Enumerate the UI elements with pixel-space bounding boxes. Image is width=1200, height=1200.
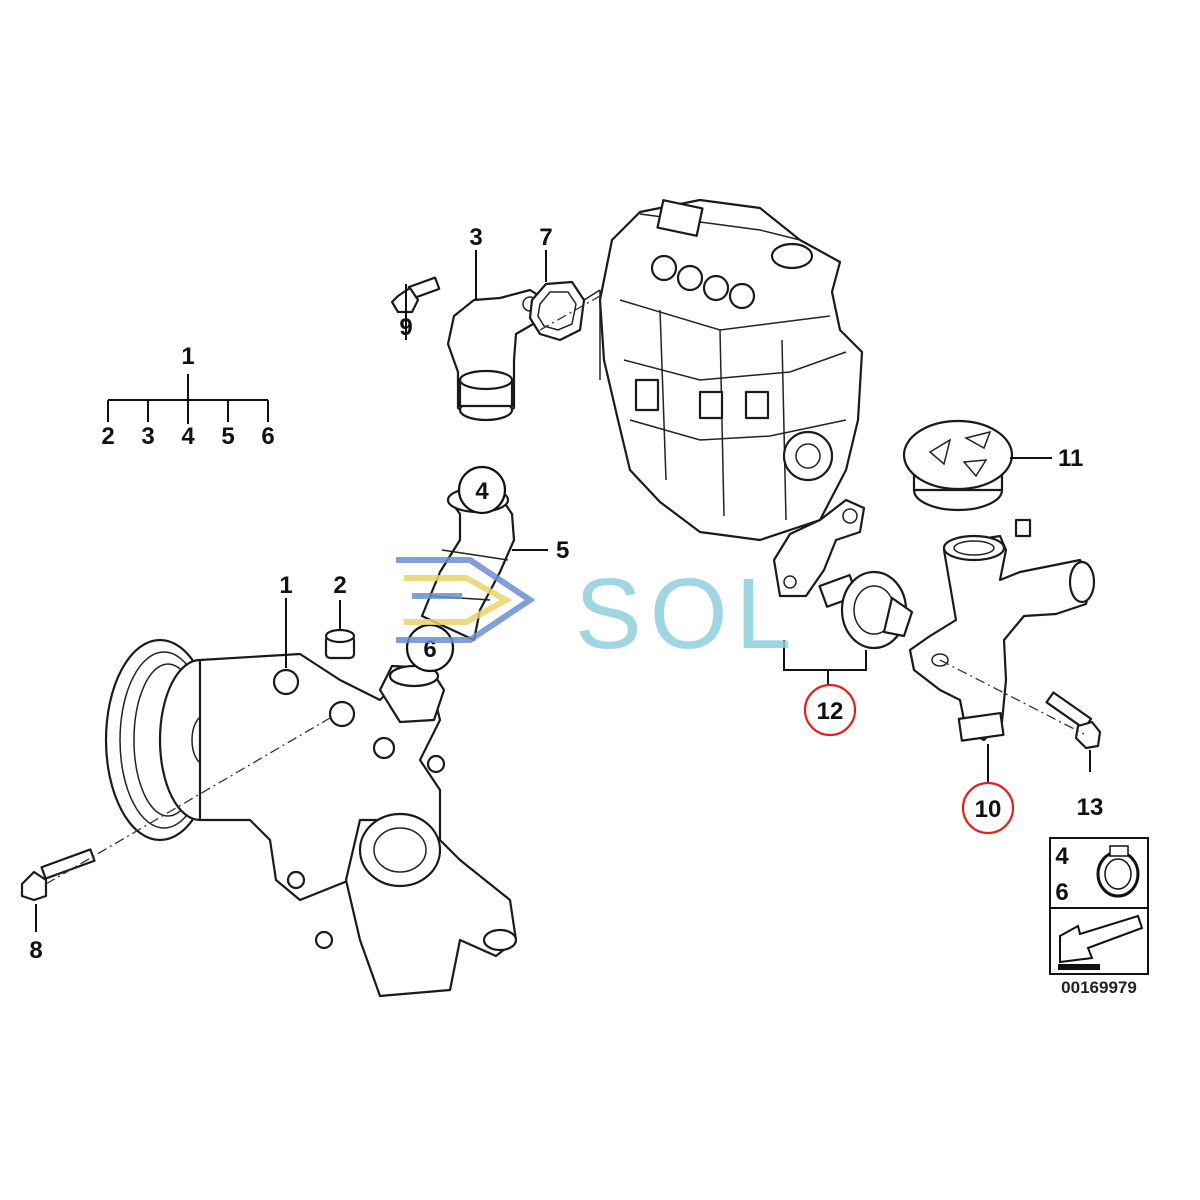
tree-child-label: 2 <box>101 423 114 450</box>
thermostat-gasket-illustration <box>772 498 866 598</box>
coolant-elbow-illustration <box>446 288 548 422</box>
bolt-illustration <box>1045 691 1102 750</box>
bolt-illustration <box>390 276 441 314</box>
bolt-illustration <box>20 848 96 902</box>
callout-label: 13 <box>1077 794 1104 821</box>
svg-text:12: 12 <box>817 698 844 725</box>
legend-label: 4 <box>1055 843 1069 870</box>
watermark: SOL <box>396 557 799 670</box>
water-pump-illustration <box>104 638 518 998</box>
callout-label: 9 <box>399 314 412 341</box>
callout-label: 5 <box>556 537 569 564</box>
tree-child-label: 4 <box>181 423 195 450</box>
hose-clamp-icon <box>1096 845 1140 898</box>
svg-text:10: 10 <box>975 796 1002 823</box>
engine-block-illustration <box>583 198 864 542</box>
callout-label: 2 <box>333 572 346 599</box>
svg-text:4: 4 <box>475 478 489 505</box>
callout-circle-4: 4 <box>457 465 507 515</box>
tree-child-label: 3 <box>141 423 154 450</box>
sol-logo-icon <box>396 557 536 643</box>
callout-label: 7 <box>539 224 552 251</box>
bush-illustration <box>324 628 356 660</box>
thermostat-illustration <box>818 570 914 650</box>
legend-box: 4 6 00169979 <box>1049 837 1149 997</box>
direction-arrow-icon <box>1058 914 1144 970</box>
tree-root-label: 1 <box>181 343 194 370</box>
callout-label: 1 <box>279 572 292 599</box>
legend-label: 6 <box>1055 879 1068 906</box>
callout-circle-10-highlighted: 10 <box>961 781 1015 835</box>
callout-label: 11 <box>1058 445 1083 472</box>
callout-circle-12-highlighted: 12 <box>803 683 857 737</box>
callout-labels: 3 7 9 5 1 2 8 11 13 <box>29 224 1103 964</box>
part-tree: 1 2 3 4 5 6 <box>101 343 274 450</box>
reference-number: 00169979 <box>1061 978 1137 997</box>
tree-child-label: 6 <box>261 423 274 450</box>
callout-label: 8 <box>29 937 42 964</box>
cap-illustration <box>902 419 1014 512</box>
gasket-illustration <box>528 280 586 342</box>
watermark-text: SOL <box>575 558 799 670</box>
callout-circle-6: 6 <box>405 623 455 673</box>
callout-label: 3 <box>469 224 482 251</box>
tree-child-label: 5 <box>221 423 234 450</box>
thermostat-housing-illustration <box>908 518 1096 742</box>
